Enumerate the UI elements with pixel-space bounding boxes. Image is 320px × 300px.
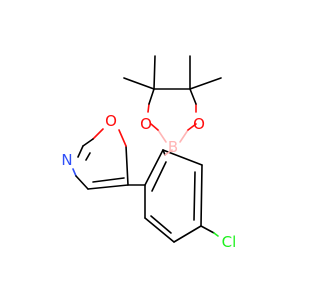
oxazole-ring bbox=[72, 128, 129, 190]
bond-ar-1 bbox=[144, 149, 164, 186]
bond-o-c-left-dark bbox=[148, 88, 155, 105]
bond-c5-o1-dark bbox=[125, 145, 129, 186]
bond-c-b-dark bbox=[162, 149, 166, 156]
bond-b-o-right-red bbox=[187, 123, 197, 131]
bond-o1-c2-dark bbox=[82, 138, 94, 147]
bond-ar-double-1 bbox=[151, 161, 167, 192]
atom-label-oxazole-oxygen: O bbox=[105, 112, 117, 130]
atom-label-boronate-oxygen-left: O bbox=[140, 115, 152, 133]
bond-methyl-4 bbox=[189, 77, 222, 90]
bond-methyl-1 bbox=[153, 55, 156, 90]
pinacol-boronate bbox=[123, 55, 222, 156]
atom-label-oxazole-nitrogen: N bbox=[61, 151, 72, 169]
bond-ar-5 bbox=[144, 217, 175, 243]
bond-c2-n3-dark bbox=[77, 145, 84, 158]
bond-c2-n3-double bbox=[85, 152, 91, 161]
bond-o-c-right-dark bbox=[189, 88, 197, 105]
bond-n3-colored bbox=[72, 168, 77, 177]
atom-label-chlorine: Cl bbox=[222, 233, 237, 251]
bond-ar-4 bbox=[173, 225, 202, 243]
bond-ar-double-3 bbox=[150, 215, 172, 234]
bond-ar-3 bbox=[200, 164, 203, 227]
benzene-ring bbox=[144, 149, 203, 243]
bond-c5-o1-colored bbox=[118, 129, 127, 147]
bond-c-cl-colored bbox=[213, 232, 219, 237]
atom-label-boronate-oxygen-right: O bbox=[193, 115, 205, 133]
bond-ar-double-2 bbox=[193, 171, 196, 221]
bond-c-b-colored bbox=[164, 149, 173, 156]
bond-o-c-left-red bbox=[147, 103, 150, 113]
bond-b-o-left-red bbox=[150, 123, 159, 131]
structure-diagram: O N O B O Cl bbox=[61, 55, 237, 251]
bond-b-o-left-colored bbox=[157, 129, 167, 143]
bond-c-cl-dark bbox=[200, 225, 215, 234]
bond-b-o-right-colored bbox=[179, 129, 189, 143]
bond-o1-c2-colored bbox=[92, 128, 104, 140]
bond-methyl-2 bbox=[123, 77, 155, 90]
atom-label-boron: B bbox=[168, 138, 178, 156]
bond-c4-c5-double bbox=[92, 177, 125, 183]
bond-n3-c4 bbox=[75, 175, 89, 190]
bond-c4-c5 bbox=[87, 184, 129, 190]
